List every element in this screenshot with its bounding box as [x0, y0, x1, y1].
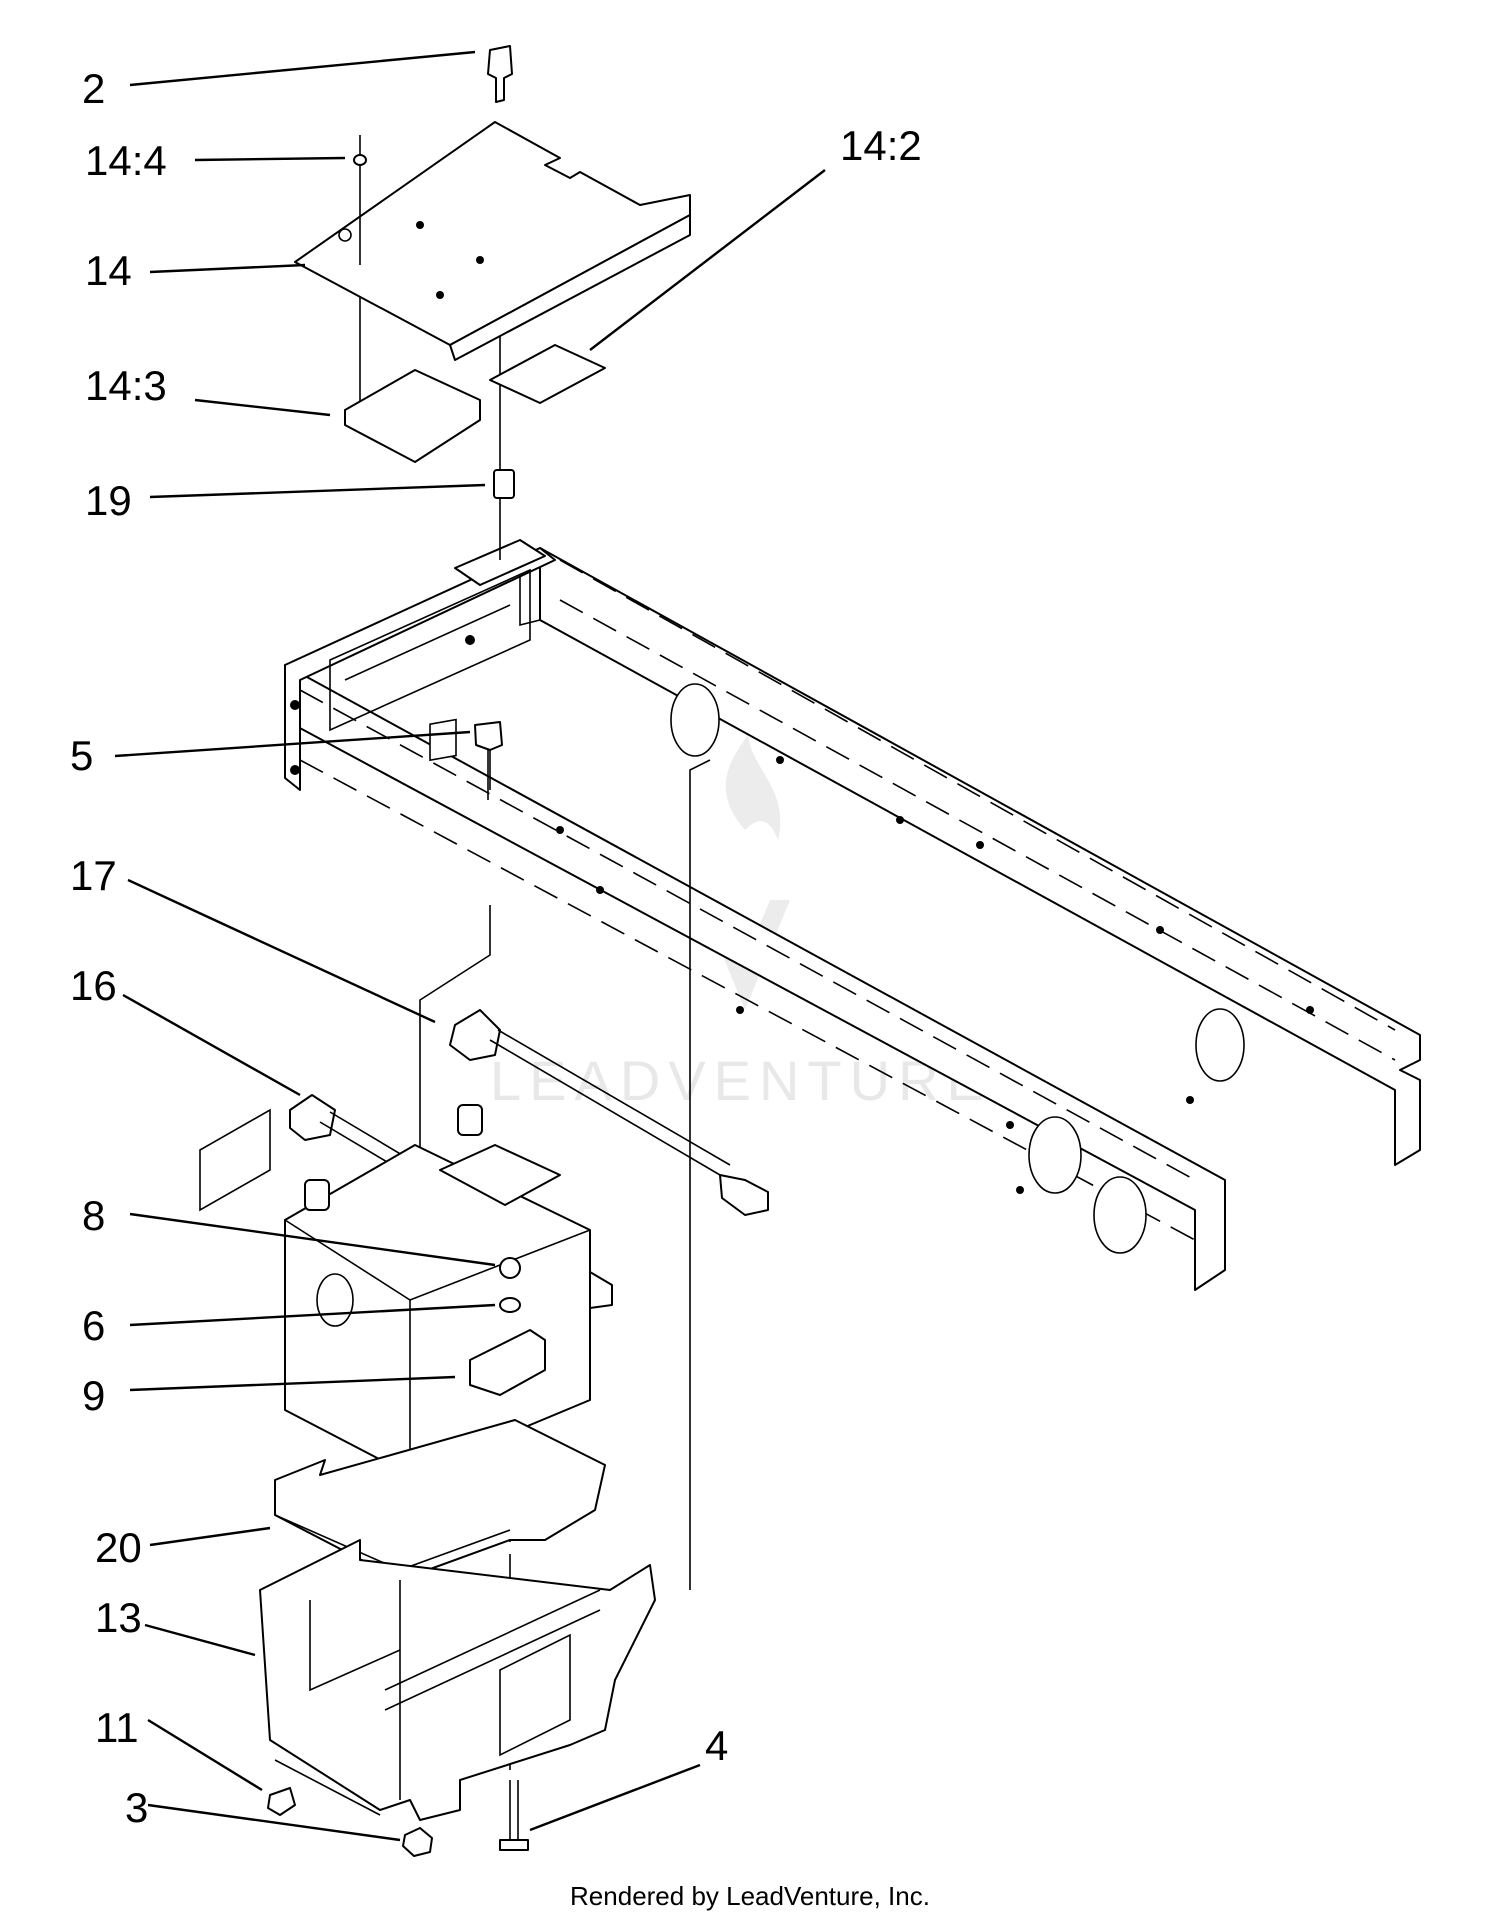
frame-rails [284, 539, 1421, 1291]
part-11-bolt [267, 1787, 296, 1816]
part-14-plate [294, 121, 691, 361]
watermark-text: LEADVENTURE [490, 1049, 992, 1112]
leadventure-watermark: LEADVENTURE [490, 735, 992, 1112]
callout-14-2: 14:2 [840, 122, 922, 169]
part-14-2-decal [489, 344, 606, 404]
part-14-3-pad [344, 369, 481, 463]
callout-20: 20 [95, 1524, 142, 1571]
part-19-spacer [493, 469, 515, 499]
callout-14-4: 14:4 [85, 137, 167, 184]
callout-16: 16 [70, 962, 117, 1009]
part-14-4-pin [353, 135, 367, 265]
callout-19: 19 [85, 477, 132, 524]
callout-leaders [114, 50, 826, 1842]
callout-14-3: 14:3 [85, 362, 167, 409]
part-20-tray [274, 1419, 606, 1581]
part-5-bolt [474, 721, 503, 790]
part-13-bracket [259, 1539, 656, 1821]
part-17-cable [449, 1009, 769, 1216]
part-8-nut [499, 1257, 521, 1279]
callout-14: 14 [85, 247, 132, 294]
callout-17: 17 [70, 852, 117, 899]
battery [199, 1104, 591, 1476]
callout-labels: 2 14:4 14 14:3 19 14:2 5 17 16 8 6 9 20 … [70, 65, 922, 1831]
footer-credit: Rendered by LeadVenture, Inc. [570, 1881, 930, 1911]
callout-9: 9 [82, 1372, 105, 1419]
callout-5: 5 [70, 732, 93, 779]
part-6-washer [499, 1297, 521, 1313]
callout-2: 2 [82, 65, 105, 112]
callout-3: 3 [125, 1784, 148, 1831]
callout-8: 8 [82, 1192, 105, 1239]
callout-13: 13 [95, 1594, 142, 1641]
callout-11: 11 [95, 1704, 139, 1751]
callout-6: 6 [82, 1302, 105, 1349]
part-9-clamp [469, 1329, 546, 1396]
part-3-nut [402, 1827, 433, 1857]
callout-4: 4 [705, 1722, 728, 1769]
part-4-bolt [499, 1780, 529, 1851]
